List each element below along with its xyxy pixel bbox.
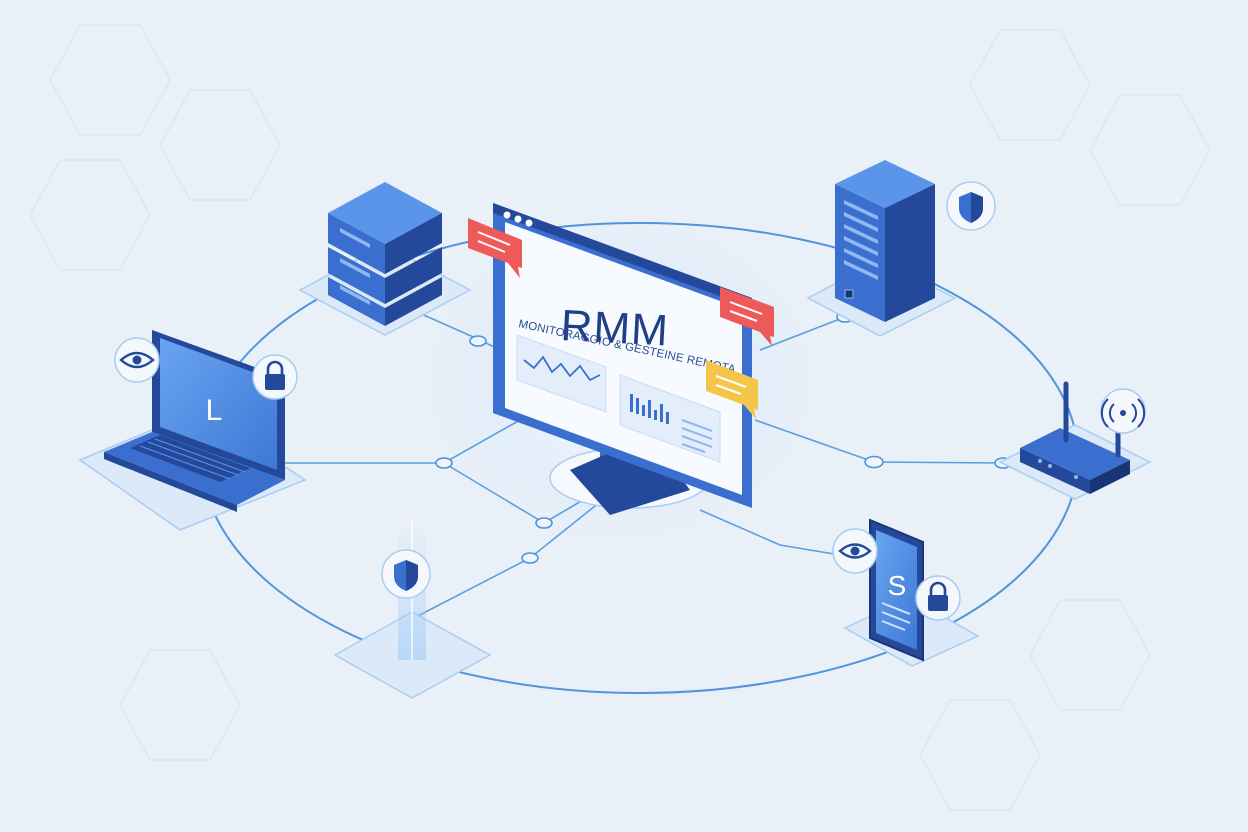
hexagon-pattern — [28, 24, 1212, 811]
lock-icon — [252, 354, 298, 400]
chat-bubble-icon — [706, 360, 758, 419]
server-unit — [328, 182, 442, 274]
server-stack-left[interactable] — [298, 182, 472, 336]
laptop-screen-letter: L — [206, 394, 223, 427]
rmm-monitor[interactable]: RMM MONITORAGGIO & GESTEINE REMOTA — [493, 203, 752, 515]
monitor-title: RMM — [559, 301, 670, 356]
laptop[interactable]: L — [78, 330, 307, 531]
chat-bubble-icon — [720, 287, 774, 346]
lock-icon — [915, 575, 961, 621]
shield-icon — [946, 181, 996, 231]
line-chart-icon — [516, 334, 607, 413]
window-controls — [503, 211, 533, 227]
wifi-icon — [1100, 388, 1146, 434]
server-tower-right[interactable] — [806, 160, 957, 337]
chat-bubble-icon — [468, 218, 522, 278]
router[interactable] — [998, 381, 1152, 500]
bar-chart-icon — [619, 374, 721, 463]
connection-nodes — [435, 311, 1012, 564]
shield-icon — [381, 549, 431, 599]
phone-screen-letter: S — [888, 570, 907, 601]
smartphone[interactable]: S — [843, 518, 980, 667]
eye-icon — [114, 337, 160, 383]
security-beacon[interactable] — [333, 520, 492, 699]
eye-icon — [832, 528, 878, 574]
